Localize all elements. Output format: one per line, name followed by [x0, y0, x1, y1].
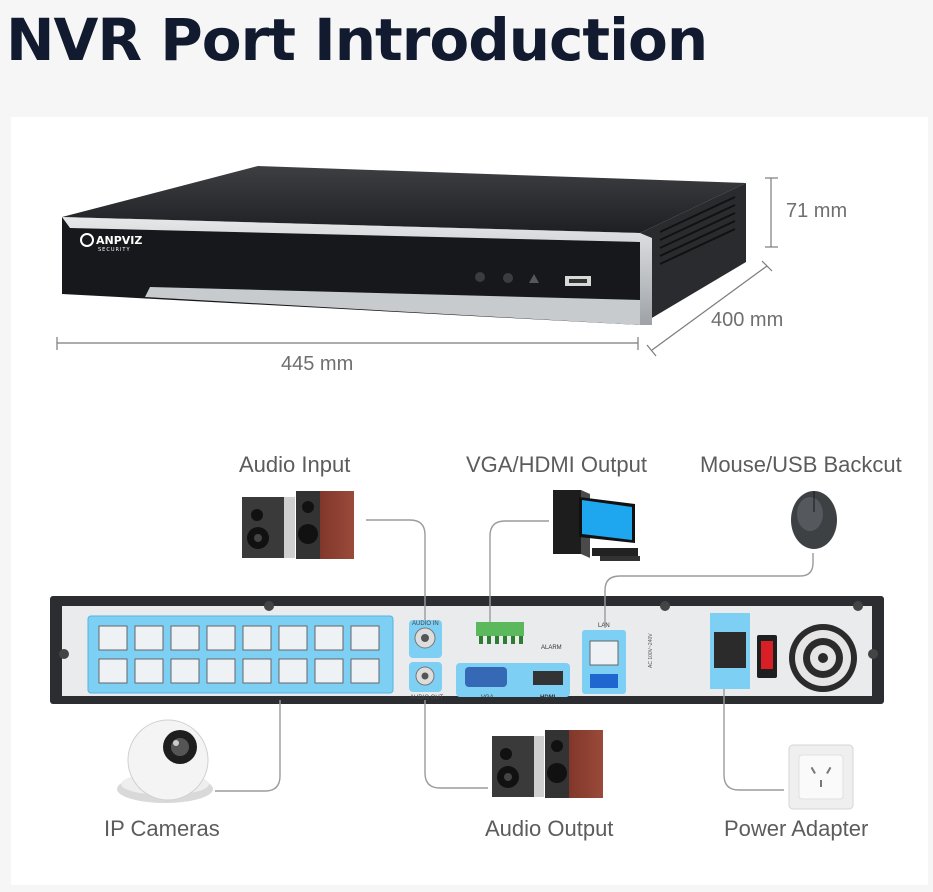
depth-dimension: 400 mm — [711, 309, 784, 331]
connector-lines — [215, 519, 814, 792]
power-adapter-label: Power Adapter — [724, 816, 869, 841]
vga-hdmi-output-label: VGA/HDMI Output — [466, 452, 647, 477]
power-rating-label: AC 100V~240V — [648, 633, 654, 668]
nvr-rear-panel: AUDIO IN AUDIO OUT ALARM VGA HDMI LAN AC… — [50, 596, 884, 704]
audio-output-label: Audio Output — [485, 816, 614, 841]
page-title: NVR Port Introduction — [6, 6, 708, 74]
nvr-front-view: ANPVIZ SECURITY — [62, 166, 746, 325]
speaker-icon — [242, 491, 354, 559]
audio-out-port-label: AUDIO OUT — [410, 695, 444, 701]
dome-camera-icon — [117, 719, 213, 803]
power-outlet-icon — [788, 744, 854, 810]
alarm-port-label: ALARM — [541, 645, 562, 651]
vga-port-label: VGA — [481, 695, 494, 701]
lan-port-label: LAN — [598, 623, 610, 629]
mouse-usb-label: Mouse/USB Backcut — [700, 452, 902, 477]
mouse-icon — [791, 491, 837, 549]
audio-input-label: Audio Input — [239, 452, 351, 477]
brand-logo: ANPVIZ — [96, 234, 142, 247]
hdmi-port-label: HDMI — [540, 695, 556, 701]
audio-in-port-label: AUDIO IN — [412, 621, 439, 627]
width-dimension: 445 mm — [281, 353, 354, 375]
dimension-lines — [56, 177, 778, 357]
brand-tagline: SECURITY — [98, 247, 131, 253]
speaker-output-icon — [492, 730, 603, 798]
desktop-computer-icon — [553, 490, 640, 561]
ip-cameras-label: IP Cameras — [104, 816, 220, 841]
height-dimension: 71 mm — [786, 200, 848, 222]
